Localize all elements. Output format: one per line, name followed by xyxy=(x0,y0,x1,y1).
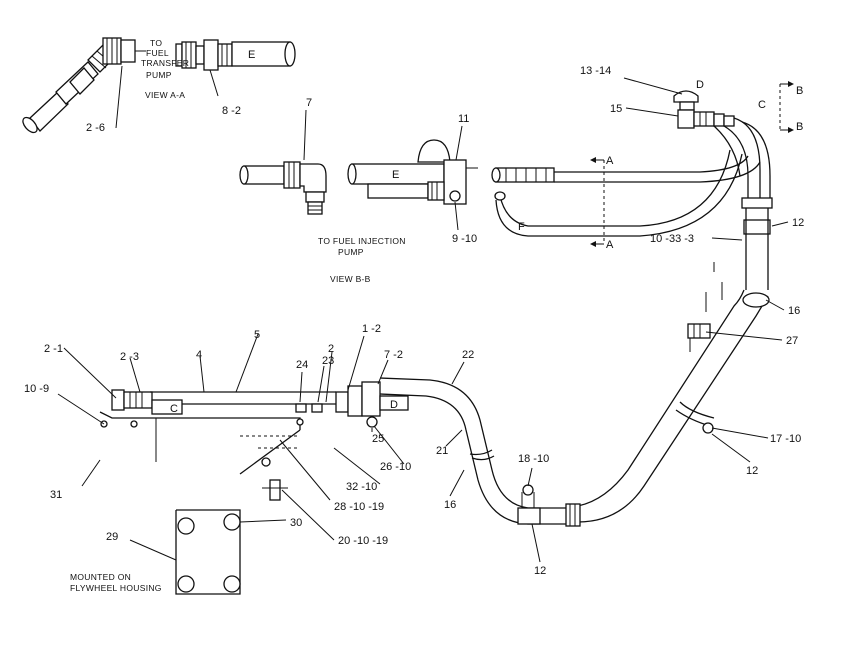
callout-27: 27 xyxy=(786,335,798,347)
callout-18-10: 18 -10 xyxy=(518,453,549,465)
elbow-fitting xyxy=(239,161,327,215)
callout-11: 11 xyxy=(458,113,469,125)
left-assembly: C D MOUNTED ON FLYWHEEL HOUSING xyxy=(24,323,411,595)
note-fuel: FUEL xyxy=(146,48,169,58)
callout-13-14: 13 -14 xyxy=(580,65,611,77)
callout-21: 21 xyxy=(436,445,448,457)
callout-30: 30 xyxy=(290,517,302,529)
callout-26-10: 26 -10 xyxy=(380,461,411,473)
callout-20-10-19: 20 -10 -19 xyxy=(338,535,388,547)
callout-24: 24 xyxy=(296,359,308,371)
hose-letter-e: E xyxy=(248,49,255,61)
hose-letter-d-top: D xyxy=(696,79,704,91)
callout-2-6: 2 -6 xyxy=(86,122,105,134)
callout-7: 7 xyxy=(306,97,312,109)
view-b-b-title: VIEW B-B xyxy=(330,274,371,284)
callout-8-2: 8 -2 xyxy=(222,105,241,117)
callout-12-top: 12 xyxy=(792,217,804,229)
hose-letter-f: F xyxy=(518,221,525,233)
callout-9-10: 9 -10 xyxy=(452,233,477,245)
callout-7-2: 7 -2 xyxy=(384,349,403,361)
section-a-bottom: A xyxy=(606,239,614,251)
section-b-bottom: B xyxy=(796,121,803,133)
hose-letter-c-left: C xyxy=(170,403,178,415)
callout-22: 22 xyxy=(462,349,474,361)
view-a-a-title: VIEW A-A xyxy=(145,90,185,100)
straight-fitting xyxy=(175,39,296,71)
callout-25: 25 xyxy=(372,433,384,445)
callout-12-right: 12 xyxy=(746,465,758,477)
callout-16-bottom: 16 xyxy=(444,499,456,511)
callout-10-33-3: 10 -33 -3 xyxy=(650,233,694,245)
callout-10-9: 10 -9 xyxy=(24,383,49,395)
hose-letter-e-view-b: E xyxy=(392,169,399,181)
note-transfer: TRANSFER xyxy=(141,58,189,68)
callout-12-bottom: 12 xyxy=(534,565,546,577)
callout-31: 31 xyxy=(50,489,62,501)
callout-28-10-19: 28 -10 -19 xyxy=(334,501,384,513)
note-pump: PUMP xyxy=(146,70,172,80)
section-b-top: B xyxy=(796,85,803,97)
callout-17-10: 17 -10 xyxy=(770,433,801,445)
section-a-top: A xyxy=(606,155,614,167)
hose-letter-d-left: D xyxy=(390,399,398,411)
callout-5: 5 xyxy=(254,329,260,341)
injection-block xyxy=(347,139,478,205)
callout-1-2: 1 -2 xyxy=(362,323,381,335)
callout-2: 2 xyxy=(328,343,334,355)
note-to: TO xyxy=(150,38,162,48)
view-b-b: E 7 11 9 -10 TO FUEL INJECTION PUMP VIEW… xyxy=(239,97,478,284)
callout-29: 29 xyxy=(106,531,118,543)
callout-2-1: 2 -1 xyxy=(44,343,63,355)
view-a-a: TO FUEL TRANSFER PUMP VIEW A-A E 2 -6 8 … xyxy=(22,37,296,134)
callout-23: 23 xyxy=(322,355,334,367)
callout-4: 4 xyxy=(196,349,202,361)
main-hose-run: 16 27 17 -10 12 18 -10 12 22 21 16 xyxy=(379,289,801,577)
note-mounted-on: MOUNTED ON xyxy=(70,572,131,582)
hose-letter-c-top: C xyxy=(758,99,766,111)
upper-right-assembly: F A A D C B B xyxy=(491,65,804,312)
note-to-fuel-injection: TO FUEL INJECTION xyxy=(318,236,406,246)
callout-32-10: 32 -10 xyxy=(346,481,377,493)
note-flywheel-housing: FLYWHEEL HOUSING xyxy=(70,583,162,593)
callout-15: 15 xyxy=(610,103,622,115)
note-pump-2: PUMP xyxy=(338,247,364,257)
callout-16-right: 16 xyxy=(788,305,800,317)
angled-fitting xyxy=(22,37,146,134)
callout-2-3: 2 -3 xyxy=(120,351,139,363)
